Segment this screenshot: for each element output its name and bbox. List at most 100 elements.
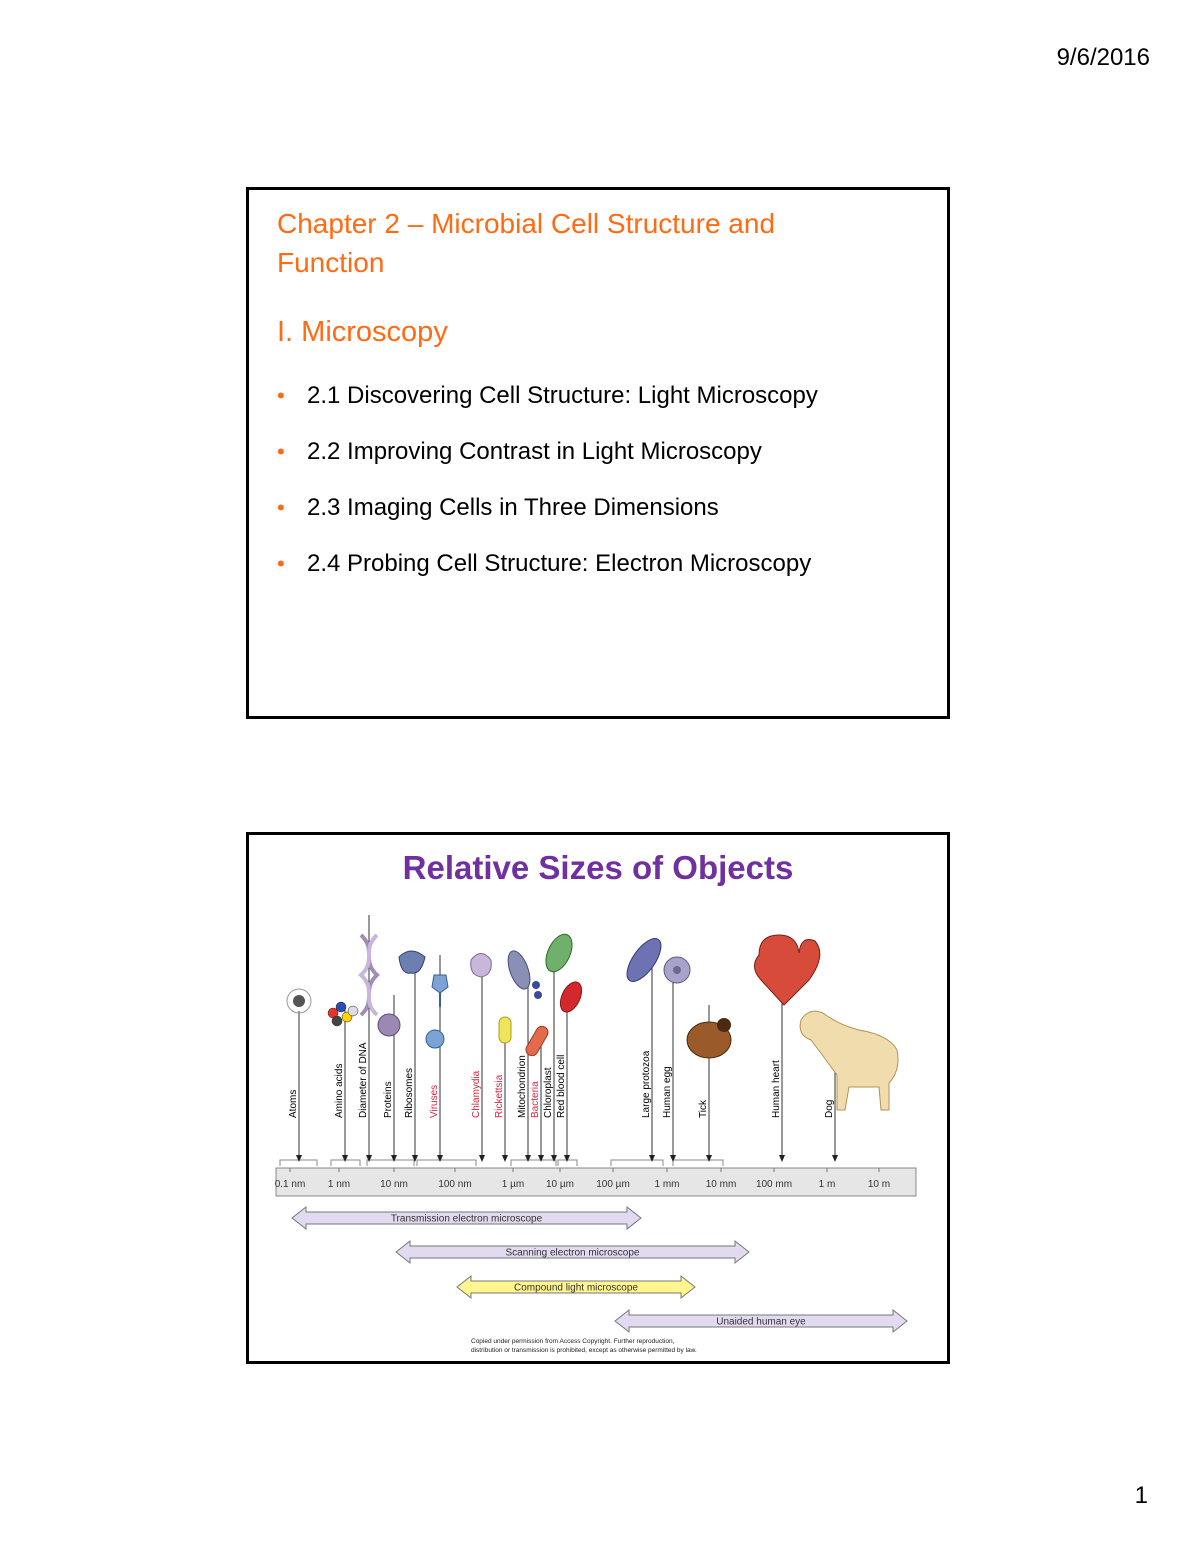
scale-tick-label: 0.1 nm [275,1179,306,1190]
scale-tick-label: 100 mm [756,1179,792,1190]
object-label: Amino acids [334,1064,345,1118]
range-bracket [672,1159,724,1166]
list-item-text: 2.2 Improving Contrast in Light Microsco… [307,438,762,465]
scale-tick-label: 10 µm [546,1179,574,1190]
relative-sizes-figure: 0.1 nm 1 nm 10 nm 100 nm 1 µm 10 µm 100 µm 1 mm… [275,915,917,1354]
pointer-arrowhead [649,1155,655,1162]
slide-relative-sizes: 0.1 nm 1 nm 10 nm 100 nm 1 µm 10 µm 100 µm 1 mm… [246,832,950,1364]
scale-tick-label: 10 mm [706,1179,737,1190]
list-item-text: 2.3 Imaging Cells in Three Dimensions [307,494,719,521]
bullet-icon: • [277,383,285,408]
scale-tick-label: 100 µm [596,1179,630,1190]
molecule-icon [327,1001,359,1027]
microscope-range-arrow [456,1274,696,1300]
pointer-arrowhead [437,1155,443,1162]
slide-title: Chapter 2 – Microbial Cell Structure and… [277,208,776,278]
scale-tick-label: 10 nm [380,1179,408,1190]
object-label: Diameter of DNA [358,1042,369,1118]
list-item: • 2.4 Probing Cell Structure: Electron Mi… [277,550,818,606]
pointer-arrowhead [670,1155,676,1162]
range-bracket [510,1159,557,1166]
object-label: Rickettsia [494,1074,505,1118]
atom-icon [286,988,312,1014]
pointer-arrowhead [832,1155,838,1162]
chlamydia-icon [470,953,492,978]
scale-tick-label: 10 m [868,1179,890,1190]
pointer-arrowhead [525,1155,531,1162]
object-label: Mitochondrion [517,1055,528,1118]
topic-list: • 2.1 Discovering Cell Structure: Light M… [277,382,818,606]
object-label: Viruses [429,1085,440,1118]
ribosome-icon [398,950,426,974]
scale-tick-label: 1 µm [502,1179,524,1190]
bacteria-icon [525,981,549,1057]
section-heading: I. Microscopy [277,316,448,348]
virus-icon [425,974,449,1049]
microscope-range-label: Scanning electron microscope [506,1248,640,1259]
object-label: Large protozoa [641,1050,652,1118]
mitochondrion-icon [507,950,531,990]
pointer-arrowhead [551,1155,557,1162]
human-egg-icon [663,956,691,984]
object-label: Proteins [383,1081,394,1118]
pointer-arrowhead [391,1155,397,1162]
microscope-range-label: Transmission electron microscope [391,1214,543,1225]
list-item-text: 2.4 Probing Cell Structure: Electron Mic… [307,550,812,577]
object-label: Ribosomes [404,1068,415,1118]
list-item: • 2.1 Discovering Cell Structure: Light M… [277,382,818,438]
object-label: Tick [698,1099,709,1118]
slide-chapter-overview: Chapter 2 – Microbial Cell Structure and… [246,187,950,719]
object-label: Human heart [771,1060,782,1118]
scale-tick-label: 100 nm [438,1179,471,1190]
object-label: Dog [824,1100,835,1118]
bullet-icon: • [277,439,285,464]
microscope-range-arrow [614,1308,908,1334]
object-label: Bacteria [530,1081,541,1118]
object-label: Chloroplast [543,1067,554,1118]
copyright-note: distribution or transmission is prohibit… [471,1347,697,1354]
pointer-arrowhead [366,1155,372,1162]
pointer-arrowhead [296,1155,302,1162]
chloroplast-icon [545,933,573,973]
range-bracket [279,1159,318,1166]
page-date: 9/6/2016 [1056,44,1150,71]
protozoa-icon [626,938,662,982]
red-blood-cell-icon [559,981,583,1013]
list-item: • 2.2 Improving Contrast in Light Microsc… [277,438,818,494]
microscope-range-label: Unaided human eye [716,1317,806,1328]
list-item-text: 2.1 Discovering Cell Structure: Light Mi… [307,382,818,409]
range-bracket [366,1159,415,1166]
list-item: • 2.3 Imaging Cells in Three Dimensions [277,494,818,550]
pointer-arrowhead [564,1155,570,1162]
scale-tick-label: 1 mm [655,1179,680,1190]
microscope-range-arrow [291,1205,642,1231]
microscope-range-arrow [395,1239,750,1265]
object-label: Red blood cell [556,1055,567,1118]
tick-icon [686,1018,732,1059]
object-label: Chlamydia [471,1070,482,1118]
protein-icon [377,1013,401,1037]
page-number: 1 [1134,1482,1148,1509]
slide-title: Relative Sizes of Objects [402,849,794,886]
pointer-arrowhead [342,1155,348,1162]
range-bracket [416,1159,477,1166]
pointer-arrowhead [779,1155,785,1162]
range-bracket [610,1159,664,1166]
pointer-arrowhead [479,1155,485,1162]
copyright-note: Copied under permission from Access Copy… [471,1338,675,1345]
scale-bar [275,1167,917,1197]
object-label: Atoms [288,1090,299,1118]
microscope-range-label: Compound light microscope [514,1283,638,1294]
heart-icon [754,934,821,1006]
pointer-arrowhead [502,1155,508,1162]
bullet-icon: • [277,551,285,576]
dog-icon [799,1010,899,1111]
bullet-icon: • [277,495,285,520]
rickettsia-icon [498,1016,512,1044]
object-label: Human egg [662,1066,673,1118]
pointer-arrowhead [706,1155,712,1162]
scale-tick-label: 1 nm [328,1179,350,1190]
range-bracket [557,1159,578,1166]
dna-icon [358,933,380,1017]
range-bracket [330,1159,361,1166]
